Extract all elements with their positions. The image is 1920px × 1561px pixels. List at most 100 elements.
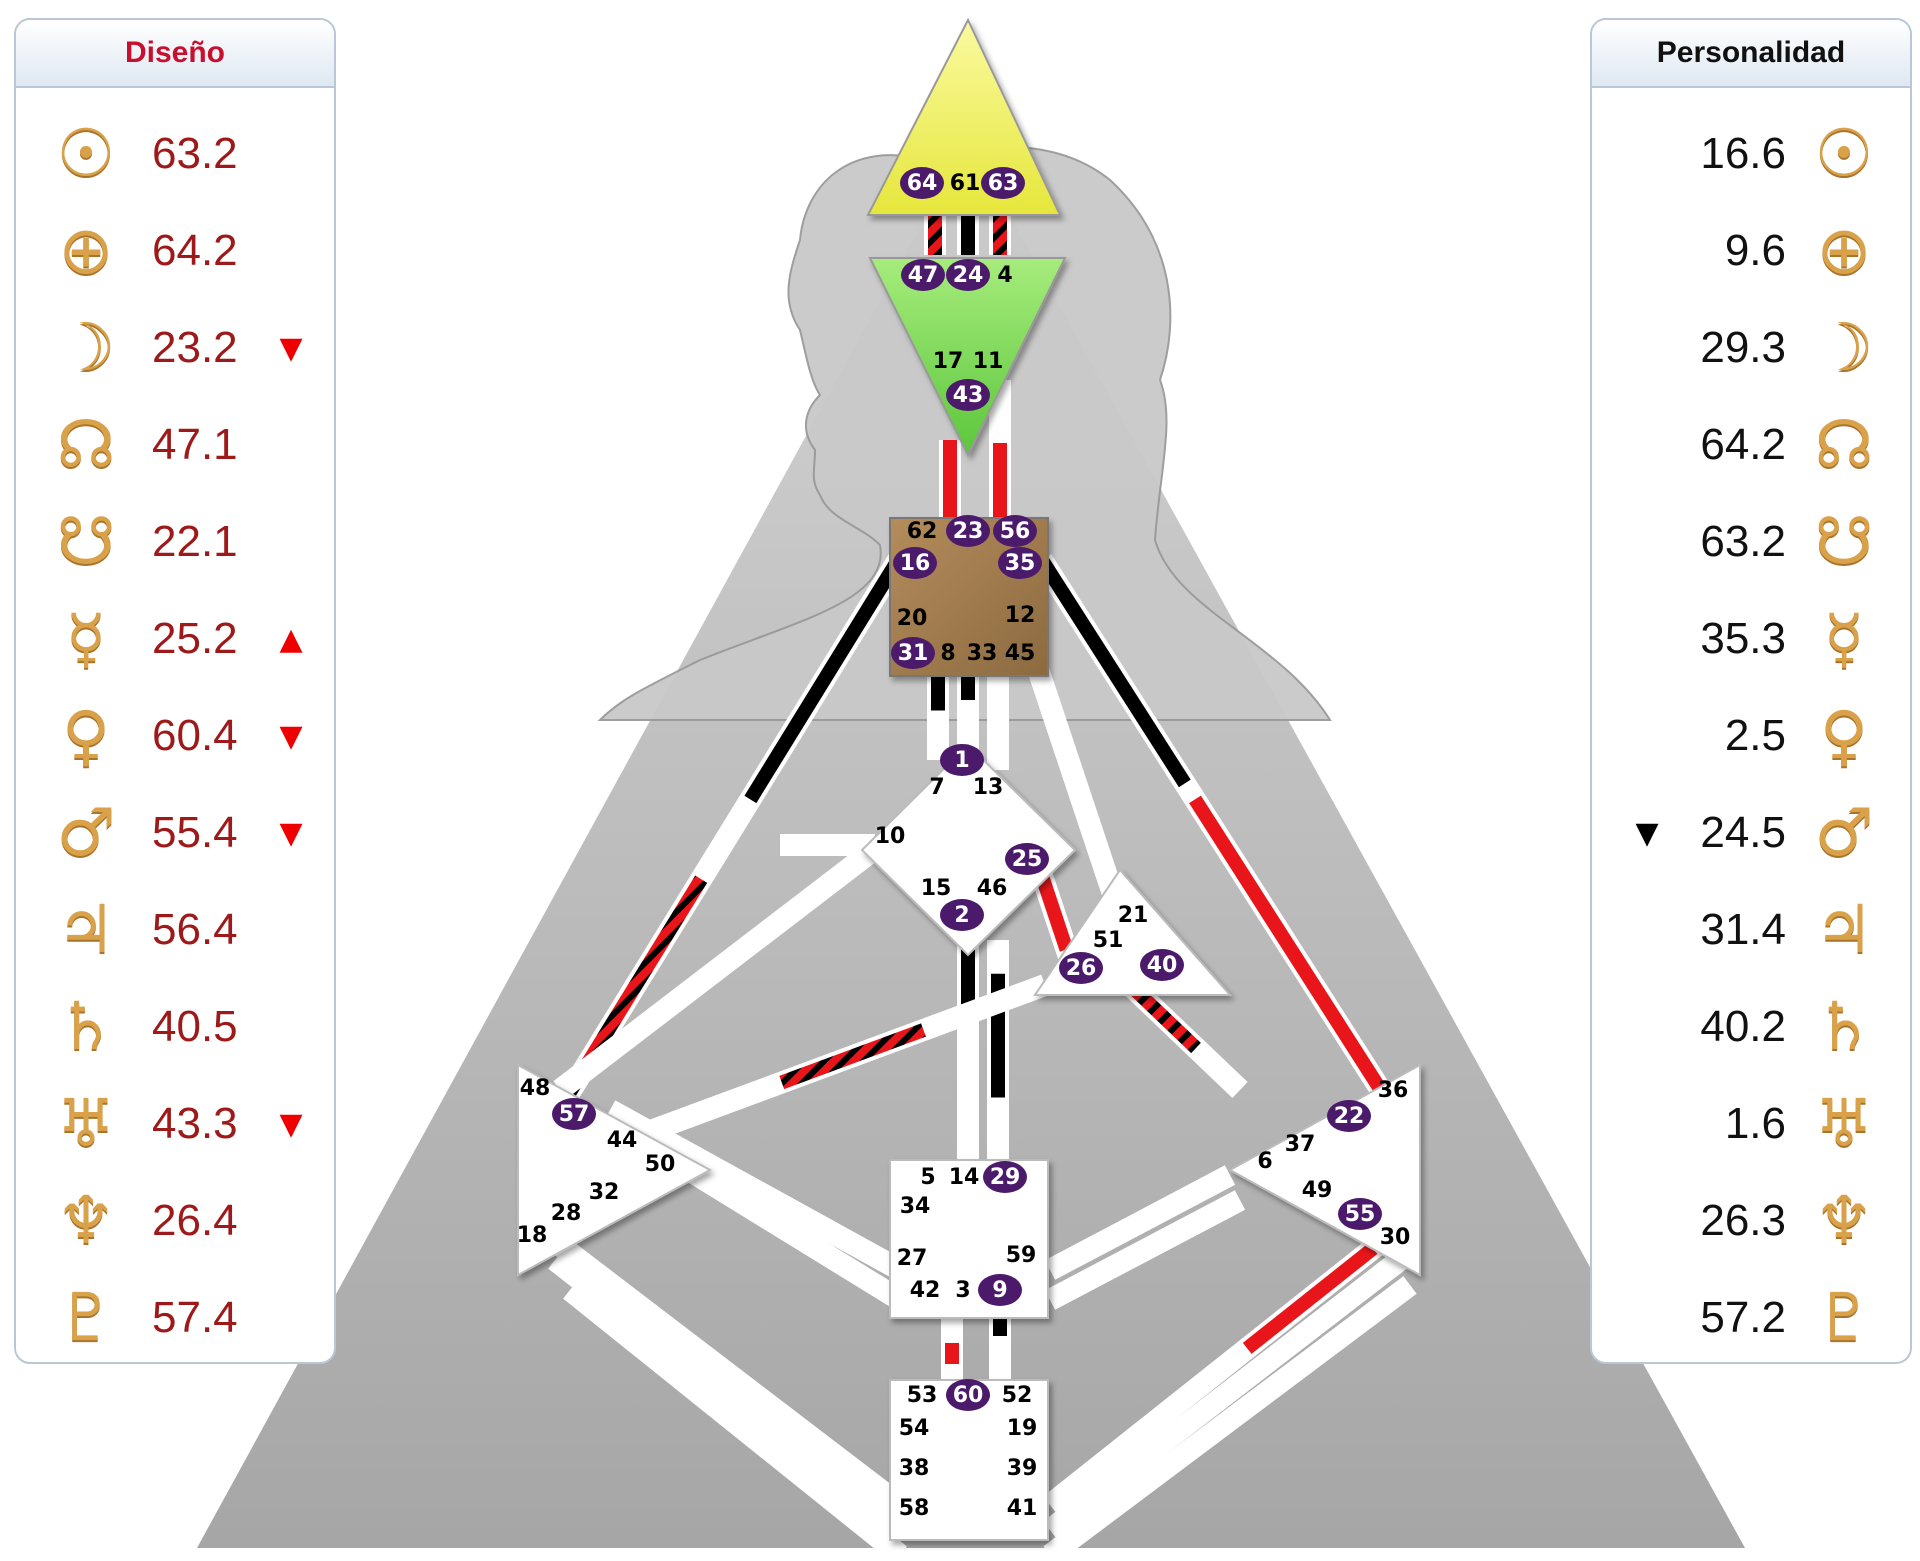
personality-row: ♄40.2: [1632, 981, 1884, 1073]
personality-value: 35.3: [1700, 614, 1786, 663]
channel-activation: [1242, 1243, 1378, 1354]
personality-value: 63.2: [1700, 517, 1786, 566]
gate-6: 6: [1257, 1149, 1272, 1174]
pluto-icon: ♇: [1814, 1279, 1874, 1356]
design-row: ☽23.2▼: [46, 302, 306, 394]
pluto-icon: ♇: [56, 1279, 116, 1356]
channel: [1044, 1190, 1246, 1310]
gate-41: 41: [1007, 1496, 1038, 1521]
gate-13: 13: [973, 775, 1004, 800]
down-arrow-icon: ▼: [279, 330, 303, 366]
gate-33: 33: [967, 641, 998, 666]
personality-value: 24.5: [1700, 808, 1786, 857]
personality-value: 16.6: [1700, 129, 1786, 178]
gate-12: 12: [1005, 603, 1036, 628]
active-gate-marker: [1059, 952, 1103, 984]
gate-26: 26: [1066, 956, 1097, 981]
gate-16: 16: [900, 551, 931, 576]
gate-39: 39: [1007, 1456, 1038, 1481]
south-node-icon: ☋: [1814, 503, 1874, 580]
venus-icon: ♀: [61, 697, 111, 774]
gate-1: 1: [954, 748, 969, 773]
mercury-icon: ☿: [1823, 600, 1865, 677]
gate-48: 48: [520, 1076, 551, 1101]
personality-value: 1.6: [1724, 1099, 1786, 1148]
gate-35: 35: [1005, 551, 1036, 576]
down-arrow-icon: ▼: [279, 718, 303, 754]
channel: [553, 836, 887, 1099]
design-value: 43.3: [152, 1099, 238, 1148]
ajna-center: [868, 257, 1067, 458]
gate-43: 43: [953, 383, 984, 408]
sun-icon: ☉: [56, 115, 116, 192]
channel-activation: [1189, 795, 1388, 1096]
design-row: ☋22.1: [46, 496, 306, 588]
gate-22: 22: [1334, 1104, 1365, 1129]
personality-value: 31.4: [1700, 905, 1786, 954]
saturn-icon: ♄: [56, 988, 116, 1065]
gate-34: 34: [900, 1194, 931, 1219]
gate-11: 11: [973, 349, 1004, 374]
design-panel: Diseño ☉63.2⊕64.2☽23.2▼☊47.1☋22.1☿25.2▲♀…: [14, 18, 336, 1364]
active-gate-marker: [1338, 1198, 1382, 1230]
gate-19: 19: [1007, 1416, 1038, 1441]
personality-row: ♂ 24.5 ▼: [1632, 787, 1884, 879]
design-value: 47.1: [152, 420, 238, 469]
design-value: 22.1: [152, 517, 238, 566]
design-row: ♂55.4▼: [46, 787, 306, 879]
gate-46: 46: [977, 876, 1008, 901]
design-value: 26.4: [152, 1196, 238, 1245]
design-value: 60.4: [152, 711, 238, 760]
gate-30: 30: [1380, 1225, 1411, 1250]
channel: [533, 1221, 907, 1514]
design-value: 63.2: [152, 129, 238, 178]
gate-29: 29: [990, 1165, 1021, 1190]
gate-23: 23: [953, 519, 984, 544]
gate-44: 44: [607, 1128, 638, 1153]
active-gate-marker: [901, 259, 945, 291]
active-gate-marker: [940, 744, 984, 776]
design-row: ♃56.4: [46, 884, 306, 976]
active-gate-marker: [940, 899, 984, 931]
gate-15: 15: [921, 876, 952, 901]
design-row: ♄40.5: [46, 981, 306, 1073]
gate-64: 64: [907, 171, 938, 196]
gate-3: 3: [955, 1278, 970, 1303]
personality-row: ☿ 35.3: [1632, 593, 1884, 685]
gate-32: 32: [589, 1180, 620, 1205]
design-row: ♆ 26.4: [46, 1175, 306, 1267]
gate-53: 53: [907, 1383, 938, 1408]
mars-icon: ♂: [1814, 794, 1874, 871]
channel-activation: [779, 1023, 926, 1090]
design-row: ⊕64.2: [46, 205, 306, 297]
down-arrow-icon: ▼: [1635, 815, 1659, 851]
gate-31: 31: [898, 641, 929, 666]
gate-56: 56: [1000, 519, 1031, 544]
active-gate-marker: [946, 1379, 990, 1411]
personality-value: 57.2: [1700, 1293, 1786, 1342]
active-gate-marker: [893, 547, 937, 579]
channel-activation: [1036, 556, 1191, 788]
gate-4: 4: [997, 263, 1012, 288]
gate-20: 20: [897, 606, 928, 631]
moon-icon: ☽: [56, 309, 116, 386]
personality-row: ♀2.5: [1632, 690, 1884, 782]
jupiter-icon: ♃: [1814, 891, 1874, 968]
design-row: ♇57.4: [46, 1272, 306, 1362]
personality-value: 64.2: [1700, 420, 1786, 469]
head-center: [866, 17, 1062, 216]
active-gate-marker: [998, 547, 1042, 579]
personality-row: ☊64.2: [1632, 399, 1884, 491]
channel: [1024, 656, 1126, 904]
gate-61: 61: [950, 171, 981, 196]
channel: [604, 1100, 906, 1280]
personality-value: 26.3: [1700, 1196, 1786, 1245]
personality-row: ☽29.3: [1632, 302, 1884, 394]
gate-47: 47: [908, 263, 939, 288]
gate-52: 52: [1002, 1383, 1033, 1408]
uranus-icon: ♅: [1814, 1085, 1874, 1162]
neptune-icon: ♆: [56, 1182, 116, 1259]
personality-row: ♆26.3: [1632, 1175, 1884, 1267]
personality-row: ♇ 57.2: [1632, 1272, 1884, 1362]
